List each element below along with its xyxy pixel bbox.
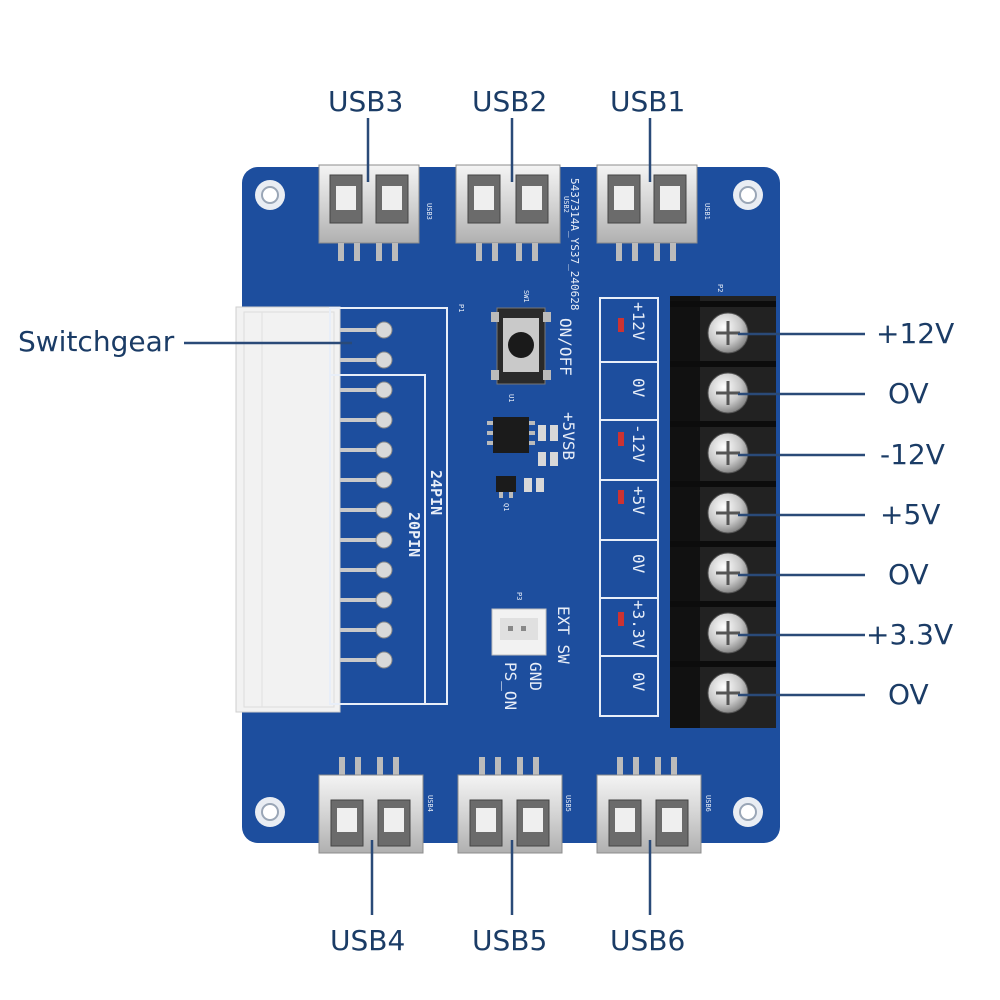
pin-pad: [375, 321, 393, 339]
terminal-separator: [670, 481, 776, 487]
rail-label-silk: 0V: [629, 378, 648, 398]
pin-pad: [375, 651, 393, 669]
p2-silk: P2: [716, 284, 724, 292]
pin-pad: [375, 591, 393, 609]
terminal-separator: [670, 421, 776, 427]
terminal-label: +12V: [876, 317, 955, 350]
usb3-label: USB3: [328, 85, 404, 118]
usb1-label: USB1: [610, 85, 686, 118]
rail-label-silk: 0V: [629, 554, 648, 574]
pin-pad: [375, 381, 393, 399]
terminal-separator: [670, 661, 776, 667]
p1-silk: P1: [457, 304, 465, 312]
serial-number-silk: 5437314A_YS37_240628: [568, 178, 581, 310]
terminal-label: OV: [888, 377, 929, 410]
terminal-label: OV: [888, 678, 929, 711]
usb6-silk: USB6: [704, 795, 712, 812]
pin-pad: [375, 621, 393, 639]
rail-label-silk: +3.3V: [629, 600, 648, 649]
20pin-silk: 20PIN: [405, 512, 423, 557]
gnd-silk: GND: [526, 662, 545, 691]
terminal-separator: [670, 601, 776, 607]
usb2-label: USB2: [472, 85, 548, 118]
u1-chip: [487, 417, 535, 453]
rail-label-silk: +5V: [629, 486, 648, 515]
usb5-silk: USB5: [564, 795, 572, 812]
pin-pad: [375, 411, 393, 429]
ext-sw-silk: EXT SW: [554, 606, 573, 664]
pin-pad: [375, 531, 393, 549]
sw1-switch: [491, 307, 551, 385]
rail-label-silk: 0V: [629, 672, 648, 692]
silkscreen-text: 5437314A_YS37_240628 ON/OFF SW1 P1 P2 P3…: [405, 178, 724, 812]
terminal-label: -12V: [880, 438, 945, 471]
ps-on-silk: PS_ON: [501, 662, 520, 710]
usb2-connector: [455, 164, 561, 261]
terminal-label: OV: [888, 558, 929, 591]
5vsb-silk: +5VSB: [559, 412, 578, 460]
terminal-label: +3.3V: [866, 618, 954, 651]
mounting-holes: [255, 180, 763, 827]
pin-pad: [375, 561, 393, 579]
terminal-separator: [670, 301, 776, 307]
rail-label-table: [599, 297, 659, 717]
atx-24pin-connector: [235, 306, 341, 713]
rail-label-silk: +12V: [629, 302, 648, 341]
header-silkscreen-frames: [329, 307, 448, 705]
switchgear-label: Switchgear: [18, 325, 175, 358]
usb5-connector: [457, 757, 563, 854]
pin-pad: [375, 471, 393, 489]
p3-silk: P3: [515, 592, 523, 600]
pcb-board: [242, 167, 780, 843]
terminal-separator: [670, 361, 776, 367]
pin-pad: [375, 501, 393, 519]
usb4-silk: USB4: [426, 795, 434, 812]
q1-silk: Q1: [502, 503, 510, 511]
rail-label-silk: -12V: [629, 424, 648, 463]
pin-pad: [375, 441, 393, 459]
terminal-label: +5V: [880, 498, 941, 531]
q1-transistor: [496, 476, 516, 498]
u1-silk: U1: [507, 394, 515, 402]
usb3-silk: USB3: [425, 203, 433, 220]
terminal-screws: [670, 301, 776, 714]
usb6-label: USB6: [610, 924, 686, 957]
p3-jst-connector: [491, 608, 547, 656]
usb1-silk: USB1: [703, 203, 711, 220]
header-pins: [340, 321, 393, 669]
callout-lines: [184, 118, 865, 915]
usb2-silk: USB2: [562, 196, 570, 213]
usb4-label: USB4: [330, 924, 406, 957]
sw1-silk: SW1: [522, 290, 530, 303]
smd-components: [524, 318, 624, 626]
pin-pad: [375, 351, 393, 369]
on-off-silk: ON/OFF: [556, 318, 575, 376]
usb5-label: USB5: [472, 924, 548, 957]
terminal-separator: [670, 541, 776, 547]
usb1-connector: [596, 164, 698, 261]
24pin-silk: 24PIN: [427, 470, 445, 515]
